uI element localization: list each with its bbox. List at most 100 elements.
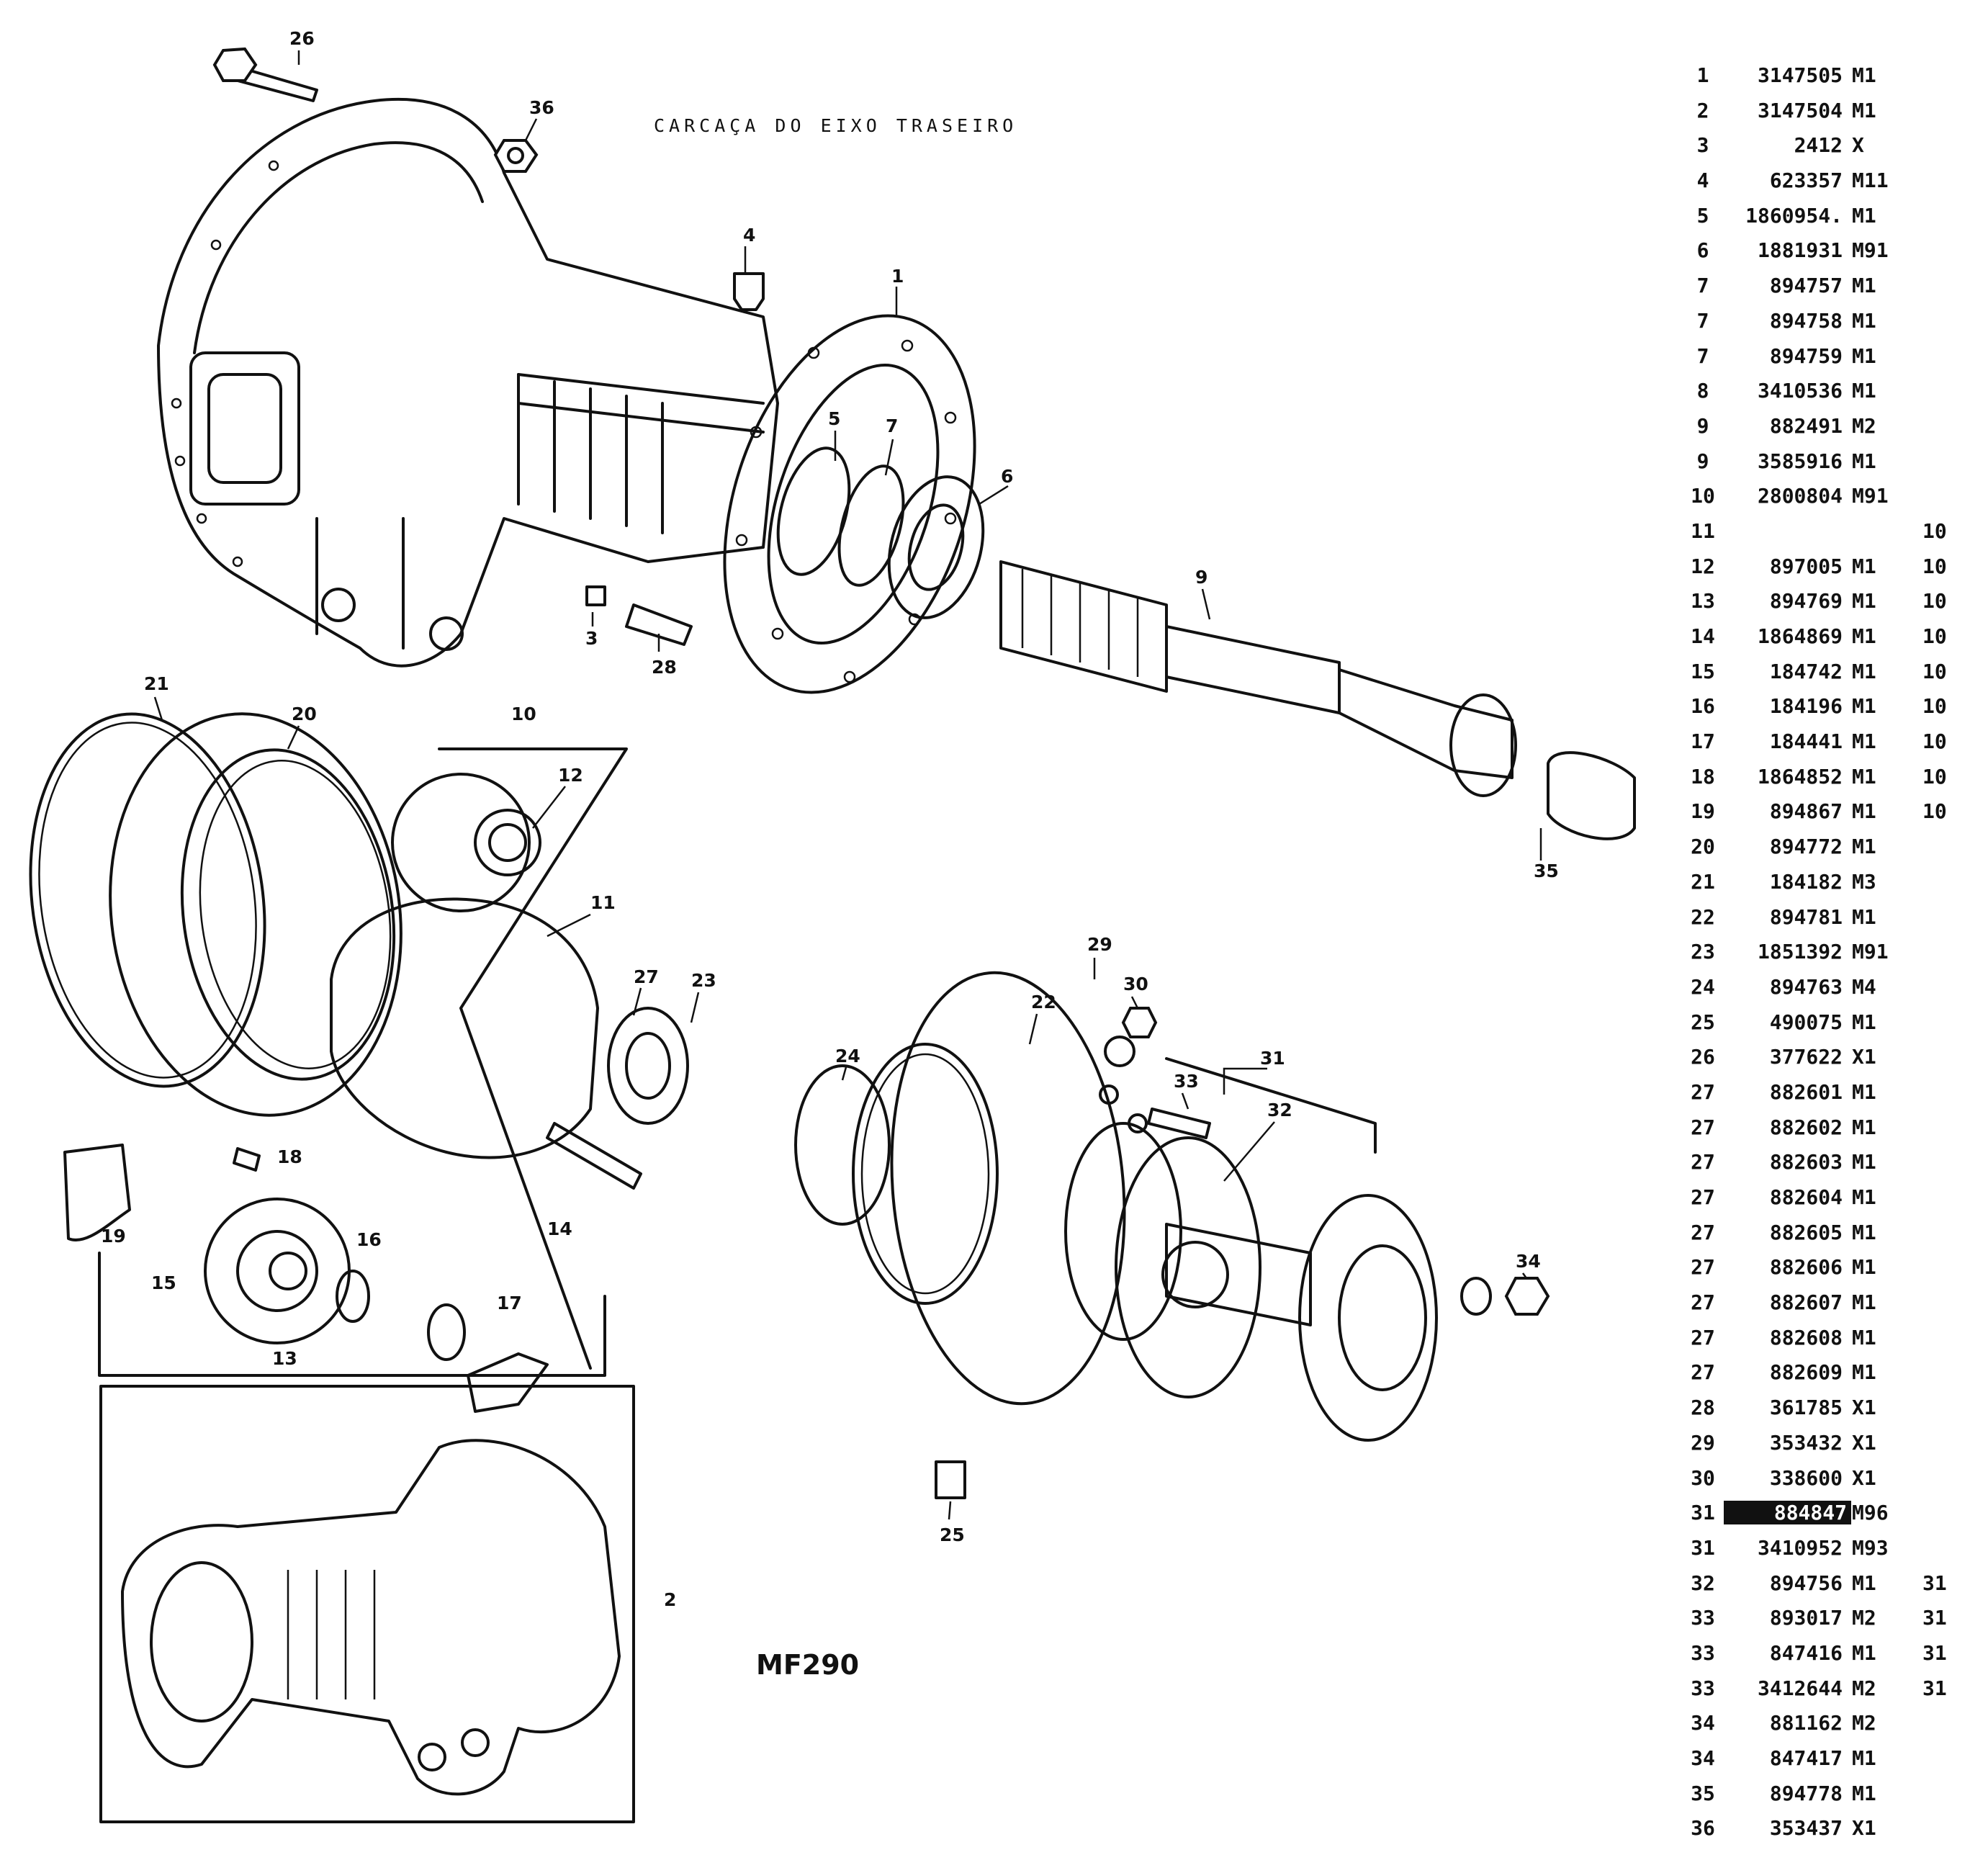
callout-18: 18 — [277, 1146, 302, 1167]
part-ref: 9 — [1696, 413, 1709, 438]
part-group: 31 — [1922, 1606, 1947, 1630]
part-ref: 33 — [1691, 1606, 1715, 1630]
part-code: M1 — [1852, 1115, 1876, 1139]
part-ref: 26 — [1691, 1045, 1715, 1069]
part-ref: 5 — [1696, 203, 1709, 228]
part-number: 3412644 — [1757, 1676, 1843, 1700]
part-ref: 30 — [1691, 1465, 1715, 1490]
part-number: 1860954. — [1745, 203, 1843, 228]
part-code: M1 — [1852, 1010, 1876, 1034]
callout-21a: 21 — [144, 673, 169, 694]
planet-carrier — [330, 747, 689, 1370]
part-ref: 10 — [1691, 484, 1715, 508]
part-ref: 36 — [1691, 1816, 1715, 1841]
part-ref: 20 — [1691, 835, 1715, 859]
part-code: M1 — [1852, 63, 1876, 87]
part-number: 361785 — [1769, 1396, 1843, 1420]
part-code: M2 — [1852, 1676, 1876, 1700]
part-ref: 19 — [1691, 799, 1715, 824]
part-code: M2 — [1852, 1711, 1876, 1735]
part-number: 894756 — [1769, 1571, 1843, 1595]
part-group: 31 — [1922, 1676, 1947, 1700]
part-group: 31 — [1922, 1640, 1947, 1665]
part-number: 353437 — [1769, 1816, 1843, 1841]
callout-27: 27 — [634, 966, 659, 987]
part-code: X1 — [1852, 1396, 1876, 1420]
part-code: M1 — [1852, 1079, 1876, 1104]
part-group: 31 — [1922, 1571, 1947, 1595]
callout-30: 30 — [1123, 974, 1148, 994]
part-ref: 11 — [1691, 518, 1715, 543]
rear-axle-housing-top — [157, 97, 779, 668]
part-ref: 4 — [1696, 169, 1709, 193]
part-group: 10 — [1922, 554, 1947, 578]
part-code: X1 — [1852, 1045, 1876, 1069]
part-ref: 31 — [1691, 1535, 1715, 1560]
part-number: 184182 — [1769, 869, 1843, 894]
callout-34: 34 — [1516, 1251, 1541, 1272]
part-code: X1 — [1852, 1430, 1876, 1455]
part-number: 881162 — [1769, 1711, 1843, 1735]
part-number: 882604 — [1769, 1185, 1843, 1209]
part-number: 894867 — [1769, 799, 1843, 824]
part-ref: 7 — [1696, 274, 1709, 298]
part-number: 3585916 — [1757, 449, 1843, 473]
part-ref: 27 — [1691, 1360, 1715, 1385]
part-number: 184196 — [1769, 694, 1843, 719]
hub-assembly — [794, 971, 1550, 1499]
part-number: 3147505 — [1757, 63, 1843, 87]
callout-16: 16 — [356, 1229, 382, 1250]
part-code: M2 — [1852, 1606, 1876, 1630]
part-code: M1 — [1852, 624, 1876, 648]
part-number: 894772 — [1769, 835, 1843, 859]
part-ref: 2 — [1696, 98, 1709, 122]
part-code: M1 — [1852, 203, 1876, 228]
part-ref: 6 — [1696, 238, 1709, 263]
part-code: M1 — [1852, 1640, 1876, 1665]
callout-2: 2 — [664, 1589, 676, 1610]
part-ref: 17 — [1691, 729, 1715, 754]
part-code: M1 — [1852, 1325, 1876, 1349]
inset-housing-box — [99, 1385, 635, 1823]
part-number: 1881931 — [1757, 238, 1843, 263]
part-ref: 12 — [1691, 554, 1715, 578]
part-ref: 33 — [1691, 1676, 1715, 1700]
axle-shaft — [999, 560, 1517, 797]
callout-20: 20 — [292, 704, 317, 724]
part-number: 894758 — [1769, 308, 1843, 333]
part-number: 3410536 — [1757, 379, 1843, 403]
part-ref: 23 — [1691, 940, 1715, 964]
part-number: 353432 — [1769, 1430, 1843, 1455]
part-number: 882603 — [1769, 1150, 1843, 1174]
part-number: 882601 — [1769, 1079, 1843, 1104]
part-code: M1 — [1852, 1781, 1876, 1805]
sleeve — [1547, 751, 1636, 840]
seal-and-bearing — [776, 446, 985, 619]
callout-3: 3 — [585, 628, 598, 649]
model-label: MF290 — [756, 1649, 860, 1681]
part-code: M1 — [1852, 379, 1876, 403]
part-group: 10 — [1922, 659, 1947, 683]
part-number: 894759 — [1769, 343, 1843, 368]
part-number: 894769 — [1769, 589, 1843, 614]
part-code: X — [1852, 133, 1864, 158]
part-code: M1 — [1852, 659, 1876, 683]
part-code: M1 — [1852, 694, 1876, 719]
